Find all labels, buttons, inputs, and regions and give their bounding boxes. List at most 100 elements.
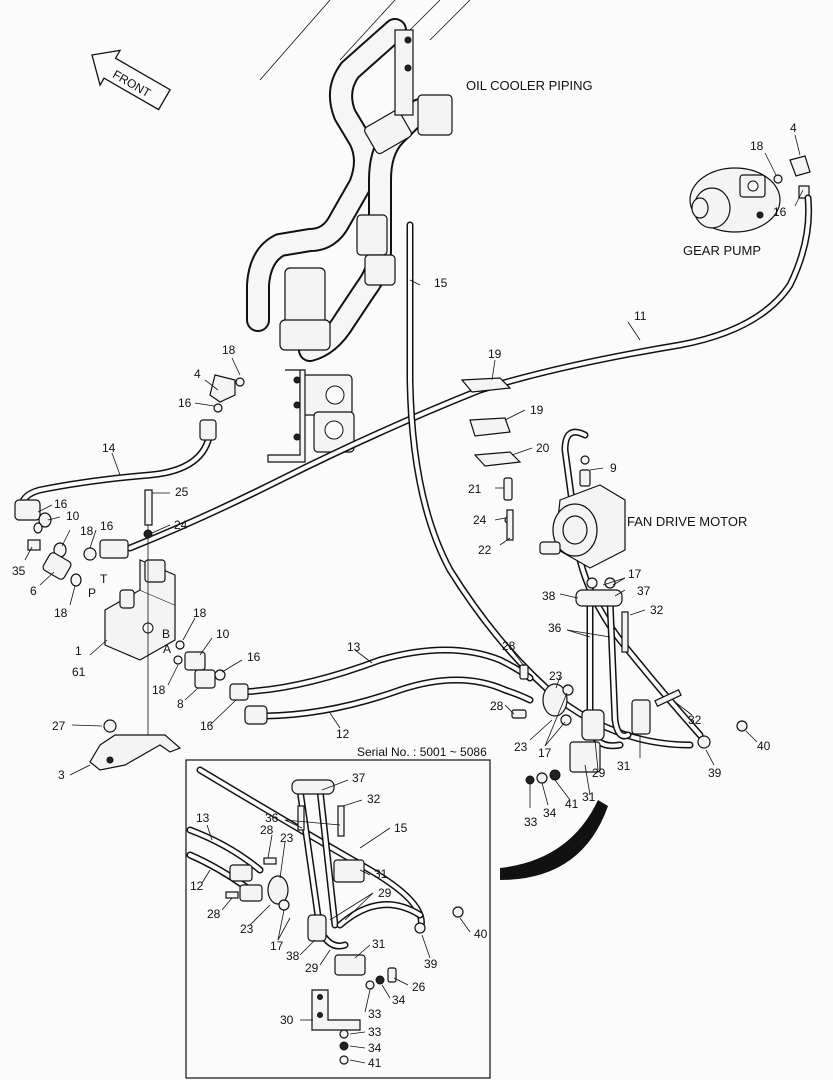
callout-10: 10 bbox=[66, 509, 80, 523]
callout-18: 18 bbox=[750, 139, 764, 153]
callout-4: 4 bbox=[194, 367, 201, 381]
fan-drive-motor bbox=[539, 455, 626, 607]
port-b-label: B bbox=[162, 627, 170, 641]
port-a-label: A bbox=[163, 642, 171, 656]
callout-28: 28 bbox=[490, 699, 504, 713]
callout-32: 32 bbox=[367, 792, 381, 806]
oil-cooler-piping bbox=[246, 0, 471, 463]
lower-right-assembly bbox=[511, 611, 748, 785]
serial-inset bbox=[185, 759, 491, 1079]
callout-24: 24 bbox=[473, 513, 487, 527]
callout-61: 61 bbox=[72, 665, 86, 679]
callout-32: 32 bbox=[688, 713, 702, 727]
callout-19: 19 bbox=[488, 347, 502, 361]
callout-4: 4 bbox=[790, 121, 797, 135]
callout-16: 16 bbox=[247, 650, 261, 664]
callout-31: 31 bbox=[372, 937, 386, 951]
callout-38: 38 bbox=[542, 589, 556, 603]
callout-28: 28 bbox=[502, 639, 516, 653]
callout-17: 17 bbox=[538, 746, 552, 760]
front-arrow: FRONT bbox=[91, 49, 172, 111]
callout-41: 41 bbox=[565, 797, 579, 811]
callout-26: 26 bbox=[412, 980, 426, 994]
gear-pump-title: GEAR PUMP bbox=[683, 243, 761, 258]
callout-40: 40 bbox=[474, 927, 488, 941]
callout-16: 16 bbox=[100, 519, 114, 533]
callout-14: 14 bbox=[102, 441, 116, 455]
callout-34: 34 bbox=[392, 993, 406, 1007]
shroud-curve bbox=[500, 800, 608, 880]
callout-12: 12 bbox=[336, 727, 350, 741]
callout-layer: 4181611151919209212422173738323618416141… bbox=[12, 121, 797, 1070]
callout-24: 24 bbox=[174, 518, 188, 532]
callout-23: 23 bbox=[240, 922, 254, 936]
callout-39: 39 bbox=[708, 766, 722, 780]
hoses bbox=[18, 194, 813, 750]
callout-17: 17 bbox=[628, 567, 642, 581]
callout-23: 23 bbox=[514, 740, 528, 754]
callout-27: 27 bbox=[52, 719, 66, 733]
callout-33: 33 bbox=[368, 1007, 382, 1021]
gear-pump bbox=[689, 155, 811, 233]
fan-motor-title: FAN DRIVE MOTOR bbox=[627, 514, 747, 529]
callout-22: 22 bbox=[478, 543, 492, 557]
callout-18: 18 bbox=[152, 683, 166, 697]
callout-29: 29 bbox=[378, 886, 392, 900]
callout-15: 15 bbox=[394, 821, 408, 835]
port-t-label: T bbox=[100, 572, 108, 586]
callout-39: 39 bbox=[424, 957, 438, 971]
callout-36: 36 bbox=[548, 621, 562, 635]
callout-16: 16 bbox=[200, 719, 214, 733]
callout-13: 13 bbox=[196, 811, 210, 825]
callout-31: 31 bbox=[374, 867, 388, 881]
callout-16: 16 bbox=[773, 205, 787, 219]
callout-18: 18 bbox=[54, 606, 68, 620]
callout-29: 29 bbox=[592, 766, 606, 780]
callout-15: 15 bbox=[434, 276, 448, 290]
callout-16: 16 bbox=[178, 396, 192, 410]
clamps bbox=[460, 377, 522, 541]
callout-6: 6 bbox=[30, 584, 37, 598]
port-p-label: P bbox=[88, 586, 96, 600]
callout-32: 32 bbox=[650, 603, 664, 617]
callout-34: 34 bbox=[368, 1041, 382, 1055]
leader-lines bbox=[24, 134, 804, 1064]
callout-28: 28 bbox=[260, 823, 274, 837]
callout-23: 23 bbox=[280, 831, 294, 845]
callout-11: 11 bbox=[634, 309, 647, 323]
callout-34: 34 bbox=[543, 806, 557, 820]
callout-20: 20 bbox=[536, 441, 550, 455]
callout-28: 28 bbox=[207, 907, 221, 921]
callout-40: 40 bbox=[757, 739, 771, 753]
callout-30: 30 bbox=[280, 1013, 294, 1027]
callout-8: 8 bbox=[177, 697, 184, 711]
callout-33: 33 bbox=[368, 1025, 382, 1039]
callout-18: 18 bbox=[80, 524, 94, 538]
callout-19: 19 bbox=[530, 403, 544, 417]
callout-10: 10 bbox=[216, 627, 230, 641]
callout-16: 16 bbox=[54, 497, 68, 511]
callout-13: 13 bbox=[347, 640, 361, 654]
callout-29: 29 bbox=[305, 961, 319, 975]
oil-cooler-title: OIL COOLER PIPING bbox=[466, 78, 593, 93]
callout-36: 36 bbox=[265, 811, 279, 825]
callout-37: 37 bbox=[637, 584, 651, 598]
callout-35: 35 bbox=[12, 564, 26, 578]
callout-9: 9 bbox=[610, 461, 617, 475]
callout-18: 18 bbox=[222, 343, 236, 357]
callout-33: 33 bbox=[524, 815, 538, 829]
valve-block bbox=[89, 489, 182, 771]
callout-21: 21 bbox=[468, 482, 482, 496]
callout-25: 25 bbox=[175, 485, 189, 499]
callout-23: 23 bbox=[549, 669, 563, 683]
callout-18: 18 bbox=[193, 606, 207, 620]
callout-3: 3 bbox=[58, 768, 65, 782]
serial-title: Serial No. : 5001 ~ 5086 bbox=[357, 745, 487, 759]
callout-12: 12 bbox=[190, 879, 204, 893]
callout-38: 38 bbox=[286, 949, 300, 963]
callout-37: 37 bbox=[352, 771, 366, 785]
callout-31: 31 bbox=[582, 790, 596, 804]
callout-41: 41 bbox=[368, 1056, 382, 1070]
